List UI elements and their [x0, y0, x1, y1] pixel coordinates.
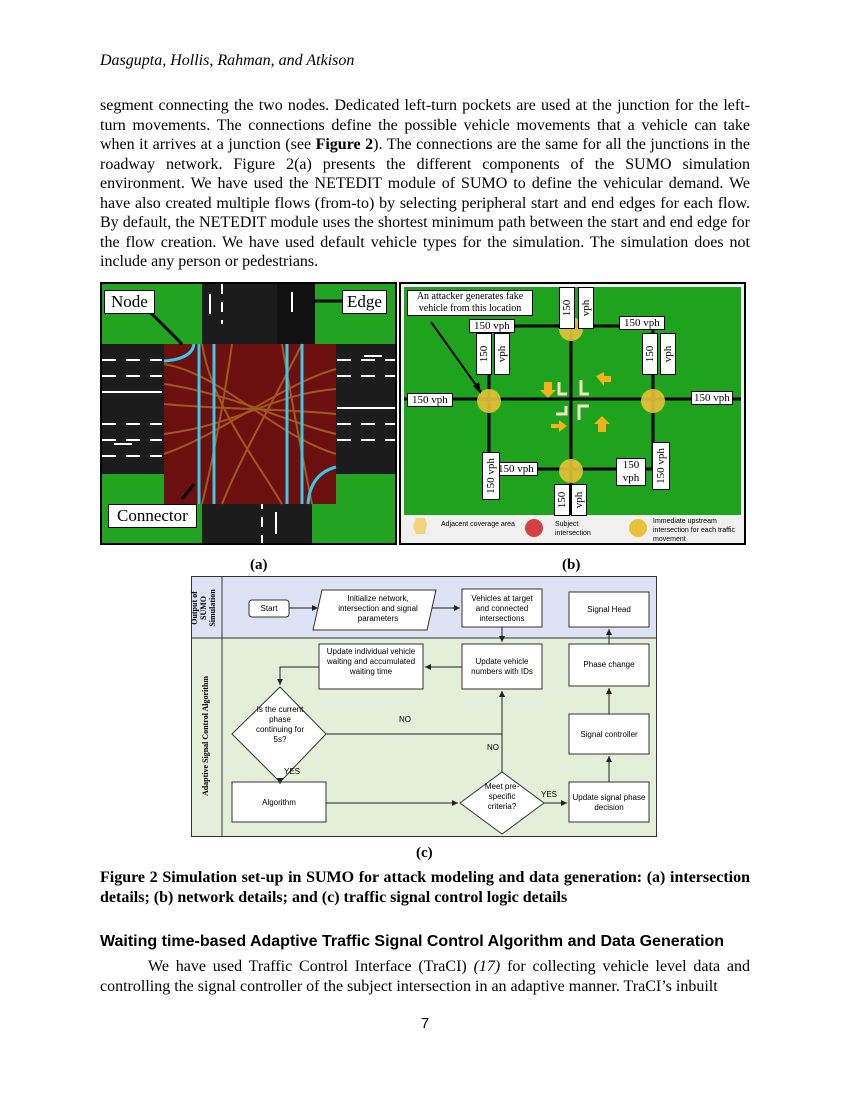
flow-unit: vph [622, 472, 640, 484]
paragraph-text: for collecting vehicle level data and co… [100, 958, 751, 995]
start-node: Start [260, 604, 278, 613]
update-waiting-node: Update individual vehicle waiting and ac… [326, 647, 416, 676]
signal-controller-node: Signal controller [580, 730, 638, 739]
flow-stack: 150 vph [616, 458, 646, 486]
legend-upstream: Immediate upstream intersection for each… [653, 518, 735, 543]
running-header: Dasgupta, Hollis, Rahman, and Atkison [100, 52, 355, 69]
flow-unit-rotated: vph [660, 333, 676, 375]
flow-unit-rotated: vph [578, 287, 594, 329]
flow-label: 150 vph [619, 316, 665, 330]
body-paragraph-2: We have used Traffic Control Interface (… [100, 957, 750, 996]
figure-a-label: (a) [250, 557, 268, 573]
citation-reference: (17) [473, 958, 501, 975]
meet-criteria-decision: Meet pre-specific criteria? [484, 782, 520, 811]
yes-label: YES [541, 790, 558, 799]
is-current-decision: Is the current phase continuing for 5s? [255, 705, 305, 744]
flow-num-rotated: 150 [554, 484, 570, 516]
flow-label: 150 vph [407, 393, 453, 407]
figure-b-network: An attacker generates fake vehicle from … [399, 282, 746, 545]
flow-num-rotated: 150 [559, 287, 575, 329]
algorithm-node: Algorithm [262, 798, 296, 807]
update-decision-node: Update signal phase decision [572, 793, 646, 812]
paragraph-text: We have used Traffic Control Interface (… [148, 958, 474, 975]
lane-top-label: Output of SUMO Simulation [190, 589, 217, 627]
lane-bottom-label: Adaptive Signal Control Algorithm [201, 675, 210, 797]
yes-label: YES [284, 767, 301, 776]
attacker-note-line2: vehicle from this location [418, 303, 522, 314]
no-label: NO [487, 743, 499, 752]
flow-label-rotated: 150 vph [652, 442, 670, 490]
legend-adjacent: Adjacent coverage area [441, 521, 515, 528]
attacker-note: An attacker generates fake vehicle from … [407, 290, 533, 316]
flow-label: 150 vph [494, 462, 538, 476]
phase-change-node: Phase change [583, 660, 635, 669]
init-node: Initialize network, intersection and sig… [338, 594, 418, 623]
intersection-diagram [102, 284, 395, 543]
flow-num-rotated: 150 [642, 333, 658, 375]
figure-reference: Figure 2 [315, 136, 374, 153]
paragraph-text: ). The connections are the same for all … [100, 136, 751, 270]
flow-label: 150 vph [469, 319, 515, 333]
page-number: 7 [420, 1015, 430, 1032]
signal-head-node: Signal Head [587, 605, 631, 614]
attacker-note-line1: An attacker generates fake [416, 291, 524, 302]
no-label: NO [399, 715, 411, 724]
node-callout: Node [104, 290, 155, 314]
figure-b-label: (b) [562, 557, 581, 573]
flow-unit-rotated: vph [571, 484, 587, 516]
connector-callout: Connector [108, 504, 197, 528]
figure-a-intersection: Node Edge Connector [100, 282, 397, 545]
figure-c-label: (c) [416, 845, 433, 861]
flow-num: 150 [622, 459, 640, 471]
update-numbers-node: Update vehicle numbers with IDs [471, 657, 533, 676]
legend-subject: Subject intersection [555, 521, 591, 537]
body-paragraph-1: segment connecting the two nodes. Dedica… [100, 96, 750, 272]
flow-unit-rotated: vph [494, 333, 510, 375]
section-heading: Waiting time-based Adaptive Traffic Sign… [100, 933, 725, 950]
flow-label: 150 vph [691, 391, 733, 405]
edge-callout: Edge [342, 290, 387, 314]
figure-c-flowchart: Output of SUMO Simulation Adaptive Signa… [190, 576, 657, 837]
paragraph-text: segment connecting the two nodes. Dedica… [100, 97, 750, 153]
flow-label-rotated: 150 vph [482, 452, 500, 500]
flowchart-canvas [192, 577, 656, 836]
flow-num-rotated: 150 [476, 333, 492, 375]
figure-caption: Figure 2 Simulation set-up in SUMO for a… [100, 869, 750, 906]
vehicles-target-node: Vehicles at target and connected interse… [471, 594, 533, 623]
